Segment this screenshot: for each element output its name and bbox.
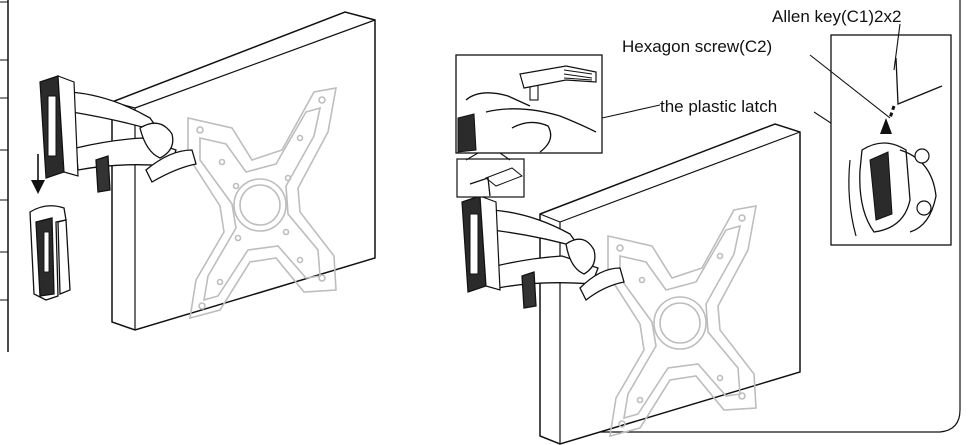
- tv-panel-right: [539, 123, 801, 445]
- allen-key-closeup: [830, 34, 952, 246]
- latch-detail-small: [456, 158, 525, 198]
- latch-detail-zoom: [455, 54, 603, 161]
- arrow-up-icon: [880, 118, 892, 134]
- left-figure: [29, 11, 376, 331]
- wall-bracket-left: [39, 75, 79, 179]
- vesa-plate-left: [187, 87, 337, 320]
- allen-key-leader: [893, 23, 901, 71]
- vesa-plate-right: [607, 205, 757, 438]
- arm-right: [489, 209, 625, 309]
- right-figure: the plastic latch Hexagon screw(C2) Alle…: [455, 7, 952, 445]
- plastic-latch-label: the plastic latch: [660, 97, 777, 116]
- hexagon-screw-label: Hexagon screw(C2): [622, 37, 772, 56]
- hexagon-screw-leader: [809, 54, 891, 119]
- wall-bracket-right: [461, 171, 515, 293]
- detached-bracket: [29, 205, 71, 301]
- arrow-down-icon: [31, 154, 45, 194]
- page-frame: [0, 0, 961, 433]
- arm-left: [69, 91, 197, 193]
- allen-key-label: Allen key(C1)2x2: [772, 7, 901, 26]
- plastic-latch-leader: [601, 104, 661, 119]
